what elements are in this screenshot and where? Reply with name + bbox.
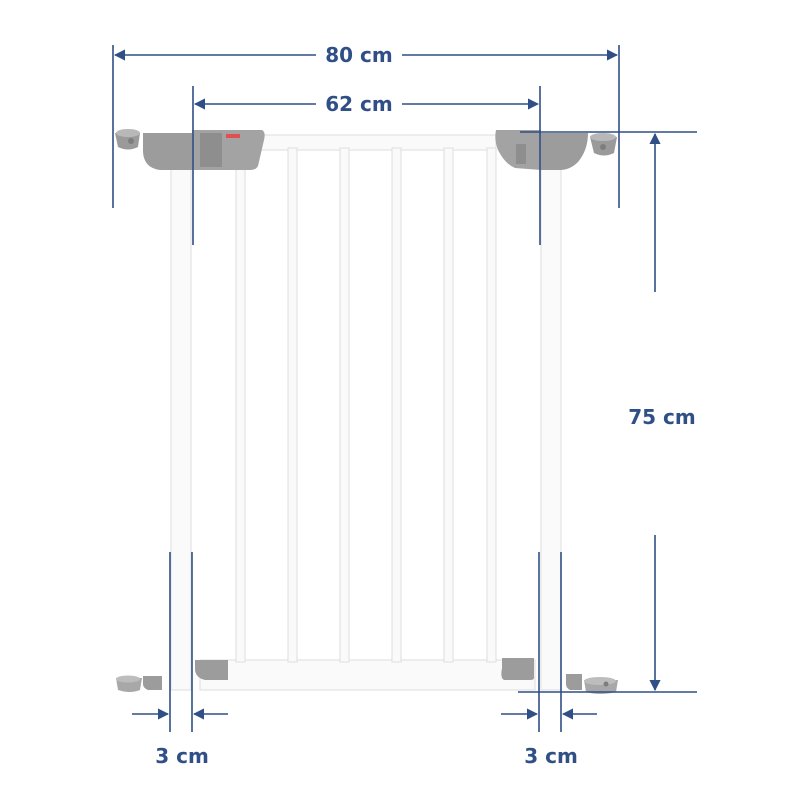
bottom-right-fixture — [501, 658, 618, 694]
gate-bar — [235, 147, 246, 663]
gate-bar — [287, 147, 298, 663]
top-right-fixture — [495, 130, 617, 170]
gate-bars — [235, 147, 497, 663]
gate-width-label: 62 cm — [325, 92, 393, 116]
left-post — [170, 149, 192, 691]
gate-illustration — [115, 129, 618, 694]
gate-bar — [443, 147, 454, 663]
gate-bar — [391, 147, 402, 663]
brand-logo-mark — [226, 134, 240, 138]
total-width-label: 80 cm — [325, 43, 393, 67]
left-frame-label: 3 cm — [155, 744, 209, 768]
right-post — [540, 149, 562, 691]
height-label: 75 cm — [628, 405, 696, 429]
top-left-fixture — [115, 129, 265, 170]
gate-bar — [339, 147, 350, 663]
bottom-left-fixture — [116, 660, 228, 692]
gate-bar — [486, 147, 497, 663]
top-rail — [235, 134, 497, 151]
right-frame-label: 3 cm — [524, 744, 578, 768]
bottom-rail — [199, 659, 536, 691]
dimension-annotations — [112, 45, 697, 732]
